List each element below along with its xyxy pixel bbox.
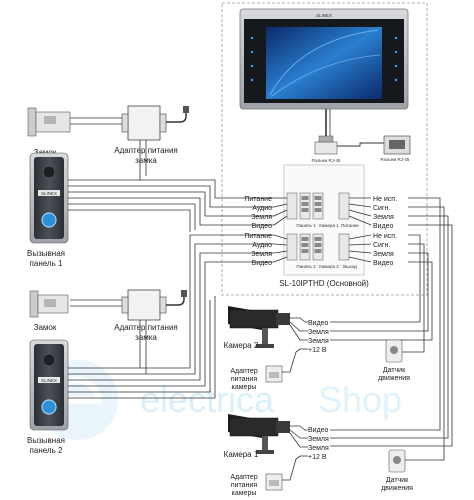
camera-2: Камера 2 Видео Земля Земля +12 В [224,306,329,354]
svg-text:Адаптер: Адаптер [230,368,257,375]
svg-text:Видео: Видео [373,260,394,267]
svg-text:Земля: Земля [308,329,329,336]
camera-1-label: Камера 1 [224,450,259,459]
svg-text:Видео: Видео [308,427,329,434]
svg-text:Питание: Питание [244,233,272,240]
label-panel2: Панель 2 [296,264,316,269]
camera-2-label: Камера 2 [224,341,259,350]
svg-text:Видео: Видео [373,223,394,230]
monitor-rj45-board: Разъем RJ-45 [312,109,341,163]
motion-sensor-2: Датчик движения [381,449,413,492]
svg-text:панель 2: панель 2 [30,446,63,455]
connector-row-1: Панель 1 Камера 1 Питание [286,192,359,228]
svg-text:Аудио: Аудио [252,205,272,212]
call-panel-2: SLINEX Вызывная панель 2 [27,339,69,455]
svg-text:Вызывная: Вызывная [27,436,65,445]
rj45-board-label: Разъем RJ-45 [312,158,341,163]
camera-2-adapter: Адаптер питания камеры [230,348,301,391]
panel-1-call-button[interactable] [41,212,57,228]
monitor-connector-board [283,164,365,276]
motion-sensor-1: Датчик движения [378,339,410,382]
rj45-socket[interactable]: Разъем RJ-45 [337,135,411,162]
svg-text:Земля: Земля [308,436,329,443]
svg-text:движения: движения [381,485,413,492]
camera1-pin-labels: Не исп. Сигн. Земля Видео [373,196,397,230]
connector-row-2: Панель 2 Камера 2 Выход [286,233,357,269]
svg-text:Датчик: Датчик [383,367,406,374]
svg-text:панель 1: панель 1 [30,259,63,268]
svg-text:Не исп.: Не исп. [373,196,397,203]
wires-right [330,197,453,461]
panel2-pin-labels: Питание Аудио Земля Видео [244,233,272,267]
svg-text:+12 В: +12 В [308,454,327,461]
label-camera2: Камера 2 [319,264,339,269]
svg-text:Земля: Земля [373,214,394,221]
svg-text:Видео: Видео [252,223,273,230]
lock-2: Замок [29,290,69,332]
rj45-socket-label: Разъем RJ-45 [381,157,410,162]
lock-adapter-1: Адаптер питания замка [114,105,189,165]
call-panel-1: SLINEX Вызывная панель 1 [27,152,69,268]
svg-text:Питание: Питание [244,196,272,203]
monitor-brand: SLINEX [316,13,332,18]
svg-text:Земля: Земля [251,214,272,221]
label-power: Питание [341,223,359,228]
label-output: Выход [343,264,357,269]
watermark-text-2: Shop [318,379,402,420]
lock-1-label: Замок [34,148,57,157]
svg-text:Земля: Земля [308,445,329,452]
svg-text:камеры: камеры [232,490,257,497]
svg-text:Земля: Земля [308,338,329,345]
svg-text:Датчик: Датчик [386,477,409,484]
svg-text:питания: питания [231,376,257,383]
monitor-boundary [221,2,428,296]
lock-2-label: Замок [34,323,57,332]
monitor-leads [273,197,372,263]
svg-text:Адаптер: Адаптер [230,474,257,481]
panel-2-call-button[interactable] [41,399,57,415]
monitor-unit: SLINEX [239,8,409,110]
svg-text:Земля: Земля [373,251,394,258]
svg-text:Видео: Видео [252,260,273,267]
svg-text:питания: питания [231,482,257,489]
camera2-pin-labels: Не исп. Сигн. Земля Видео [373,233,397,267]
lock-adapter-2: Адаптер питания замка [114,289,187,342]
svg-text:Сигн.: Сигн. [373,242,390,249]
monitor-left-buttons [250,36,254,82]
panel-2-brand: SLINEX [41,378,57,383]
svg-text:Сигн.: Сигн. [373,205,390,212]
panel-1-brand: SLINEX [41,191,57,196]
svg-text:камеры: камеры [232,384,257,391]
wires-left [68,117,274,399]
label-camera1: Камера 1 [319,223,339,228]
svg-text:движения: движения [378,375,410,382]
monitor-title: SL-10IPTHD (Основной) [279,279,369,288]
lock-1: Замок [27,107,71,157]
watermark: electrica Shop [38,360,402,440]
svg-text:Аудио: Аудио [252,242,272,249]
svg-text:+12 В: +12 В [308,347,327,354]
panel1-pin-labels: Питание Аудио Земля Видео [244,196,272,230]
svg-text:Земля: Земля [251,251,272,258]
svg-text:Вызывная: Вызывная [27,249,65,258]
monitor-right-buttons [394,36,398,82]
svg-text:Видео: Видео [308,320,329,327]
camera-1-adapter: Адаптер питания камеры [230,455,301,497]
label-panel1: Панель 1 [296,223,316,228]
svg-text:Не исп.: Не исп. [373,233,397,240]
camera-1: Камера 1 Видео Земля Земля +12 В [224,414,329,461]
